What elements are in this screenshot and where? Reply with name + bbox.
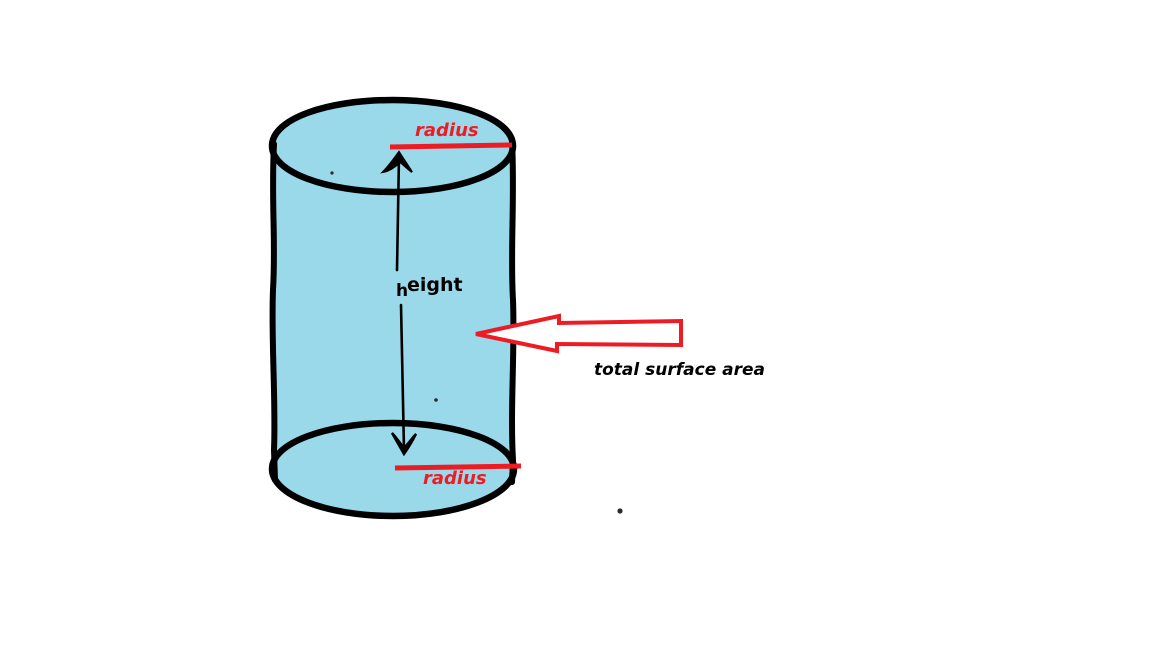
- cylinder-left-edge: [269, 141, 278, 483]
- height-arrow-head-down: [390, 432, 418, 457]
- radius-top-label: radius: [415, 120, 479, 141]
- height-arrow-head-up: [380, 150, 413, 174]
- height-arrow-shaft-upper: [395, 153, 401, 272]
- radius-bottom-line: [394, 463, 522, 471]
- cylinder-bottom-ellipse: [268, 419, 518, 520]
- radius-top-line: [389, 142, 513, 150]
- height-arrow: [380, 150, 418, 457]
- stray-dots: [330, 171, 623, 514]
- cylinder-shape: [272, 100, 513, 517]
- cylinder-outline: [268, 96, 518, 520]
- cylinder-body-fill: [272, 147, 513, 470]
- stray-dot: [330, 171, 334, 175]
- radius-top-line-group: [389, 142, 513, 150]
- total-surface-area-arrow: [475, 313, 683, 354]
- total-surface-area-label: total surface area: [594, 360, 765, 380]
- cylinder-top-ellipse: [268, 96, 517, 196]
- cylinder-right-edge: [509, 137, 517, 485]
- cylinder-bottom-fill: [272, 423, 512, 517]
- height-label-initial: h: [396, 281, 408, 301]
- stray-dot: [434, 398, 438, 402]
- height-arrow-shaft-lower: [399, 303, 406, 452]
- stray-dot: [617, 508, 623, 514]
- height-label-rest: eight: [407, 274, 463, 296]
- radius-bottom-label: radius: [423, 468, 487, 489]
- radius-bottom-line-group: [394, 463, 522, 471]
- height-label-group: h eight: [396, 274, 463, 301]
